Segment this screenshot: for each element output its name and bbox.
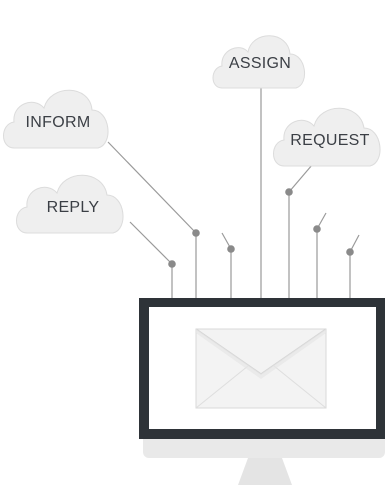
- cloud-request: REQUEST: [273, 107, 381, 167]
- cloud-icon: [212, 35, 305, 89]
- cloud-reply: REPLY: [16, 174, 124, 234]
- cloud-label-assign: ASSIGN: [229, 55, 291, 72]
- inform-node: [192, 229, 200, 237]
- stub-node-a: [227, 245, 235, 253]
- monitor-icon: [139, 298, 385, 485]
- stub-node-c: [346, 248, 354, 256]
- cloud-label-request: REQUEST: [290, 132, 369, 149]
- reply-connector-line: [129, 221, 173, 265]
- connector-lines: [107, 84, 360, 300]
- cloud-inform: INFORM: [3, 89, 109, 149]
- cloud-label-reply: REPLY: [47, 199, 100, 216]
- cloud-icon: [273, 107, 381, 167]
- inform-connector-line: [107, 141, 197, 234]
- cloud-icon: [3, 89, 109, 149]
- stub-node-b: [313, 225, 321, 233]
- cloud-icon: [16, 174, 124, 234]
- cloud-assign: ASSIGN: [212, 35, 305, 89]
- connector-nodes: [168, 188, 354, 268]
- cloud-label-inform: INFORM: [26, 114, 91, 131]
- request-node: [285, 188, 293, 196]
- reply-node: [168, 260, 176, 268]
- monitor-stand: [238, 458, 292, 485]
- envelope-icon: [195, 328, 327, 409]
